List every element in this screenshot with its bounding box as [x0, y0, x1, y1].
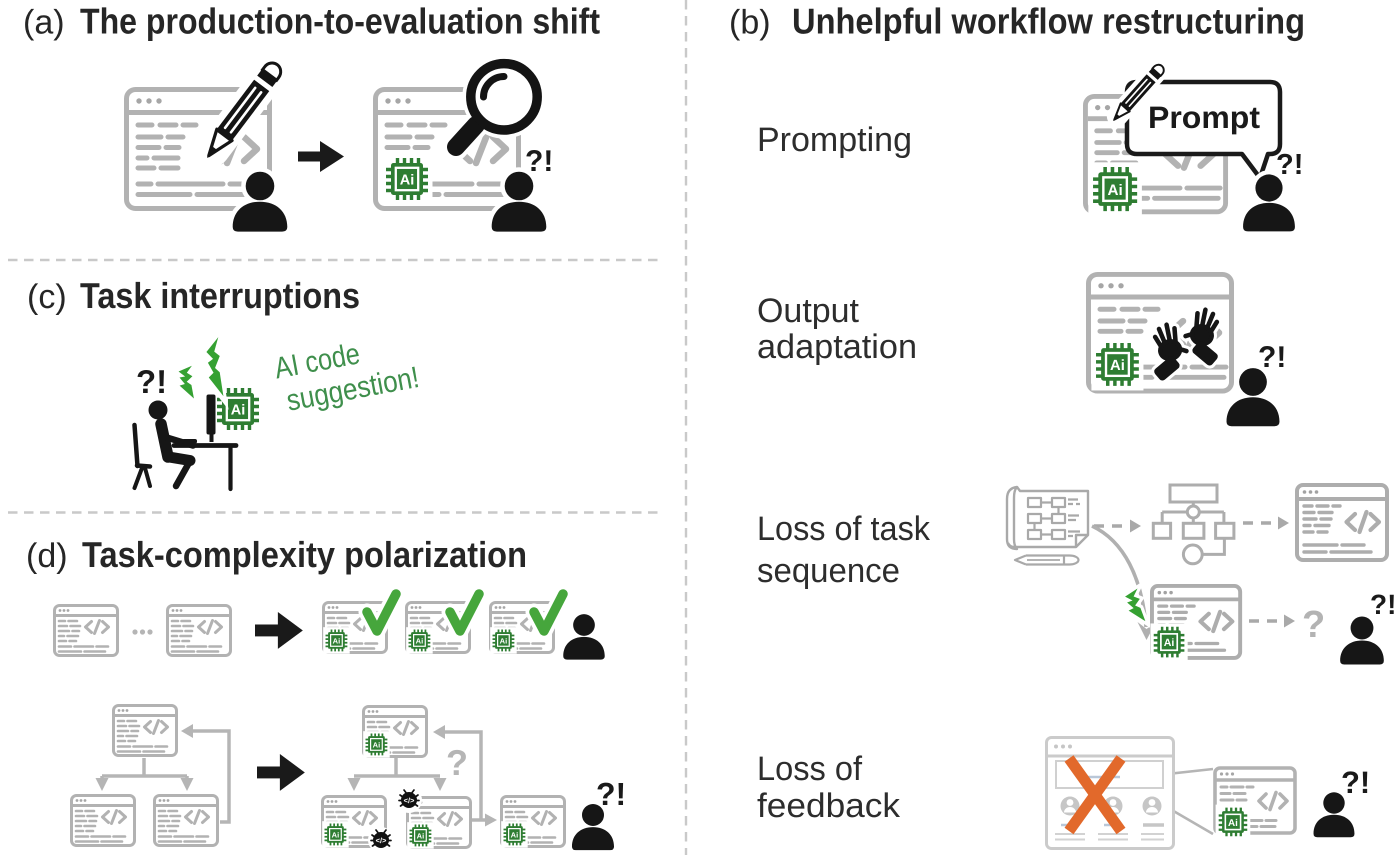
svg-text:Task interruptions: Task interruptions	[80, 275, 360, 316]
svg-text:Task-complexity polarization: Task-complexity polarization	[82, 534, 527, 575]
svg-text:?!: ?!	[1258, 341, 1286, 374]
svg-text:Loss of: Loss of	[757, 750, 863, 788]
svg-text:feedback: feedback	[757, 787, 901, 825]
svg-text:(a): (a)	[23, 4, 65, 42]
svg-text:?!: ?!	[1370, 589, 1396, 620]
svg-text:?!: ?!	[1276, 149, 1303, 181]
svg-text:Output: Output	[757, 292, 860, 330]
svg-text:adaptation: adaptation	[757, 328, 917, 366]
svg-text:sequence: sequence	[757, 552, 900, 590]
svg-text:(c): (c)	[27, 278, 67, 316]
svg-text:Prompting: Prompting	[757, 121, 912, 159]
svg-text:Prompt: Prompt	[1148, 100, 1260, 135]
svg-text:?!: ?!	[136, 363, 167, 400]
svg-text:Unhelpful workflow restructuri: Unhelpful workflow restructuring	[792, 1, 1305, 42]
svg-text:?!: ?!	[1341, 765, 1370, 800]
svg-text:(d): (d)	[26, 537, 68, 575]
svg-text:?: ?	[446, 742, 468, 783]
svg-text:?!: ?!	[596, 776, 626, 812]
svg-text:(b): (b)	[729, 4, 771, 42]
svg-text:?!: ?!	[525, 145, 553, 178]
svg-text:?: ?	[1302, 604, 1325, 646]
svg-text:The production-to-evaluation s: The production-to-evaluation shift	[80, 1, 600, 42]
svg-text:Loss of task: Loss of task	[757, 510, 931, 548]
